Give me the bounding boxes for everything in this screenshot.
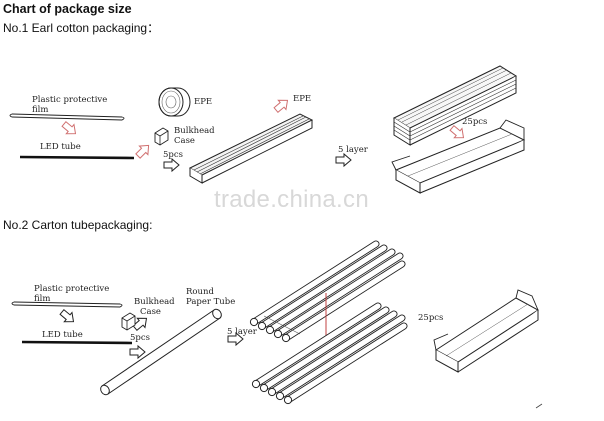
s1-epe-roll-label: EPE xyxy=(194,97,213,107)
s1-epe-tray-label: EPE xyxy=(293,94,312,104)
watermark: trade.china.cn xyxy=(214,186,369,213)
section1-heading: No.1 Earl cotton packaging： xyxy=(3,21,160,35)
s2-bulkhead-label-2: Case xyxy=(140,307,161,317)
s1-film-label-2: film xyxy=(32,105,49,115)
s2-film-label-1: Plastic protective xyxy=(34,284,110,294)
s1-film-label-1: Plastic protective xyxy=(32,95,108,105)
corner-mark xyxy=(535,403,543,409)
s1-led-tube xyxy=(19,155,135,160)
s2-carton-box xyxy=(433,289,539,373)
s2-film-sleeve xyxy=(11,301,123,308)
s2-down-arrow xyxy=(57,306,78,327)
s2-pcs-label: 5pcs xyxy=(130,333,150,343)
s1-arrow-to-stack xyxy=(335,153,352,167)
s2-layers-label: 5 layer xyxy=(227,327,257,337)
s1-arrow-to-epe-tray xyxy=(271,95,292,116)
s1-epe-tray xyxy=(188,113,314,184)
s1-up-arrow xyxy=(133,140,154,161)
s1-bulkhead-case xyxy=(154,127,169,146)
s2-round-label-1: Round xyxy=(186,287,214,297)
s2-led-tube xyxy=(21,340,133,345)
s1-bulkhead-label-2: Case xyxy=(174,136,195,146)
s1-arrow-to-tray xyxy=(163,158,180,172)
s2-bulkhead-case xyxy=(121,312,136,331)
s1-epe-roll xyxy=(158,87,191,117)
chart-title: Chart of package size xyxy=(3,2,132,16)
s2-arrow-to-bundle xyxy=(227,332,244,346)
s1-film-sleeve xyxy=(9,113,125,121)
section2-heading: No.2 Carton tubepackaging: xyxy=(3,218,153,232)
s2-film-label-2: film xyxy=(34,294,51,304)
s1-led-tube-label: LED tube xyxy=(40,142,81,152)
s2-round-label-2: Paper Tube xyxy=(186,297,236,307)
s2-bulkhead-label-1: Bulkhead xyxy=(134,297,175,307)
s1-arrow-to-box xyxy=(447,122,468,143)
s2-tube-bundle-lower xyxy=(251,302,408,405)
s2-led-tube-label: LED tube xyxy=(42,330,83,340)
s2-round-paper-tube xyxy=(100,308,222,396)
s1-epe-stack xyxy=(392,65,518,146)
s1-bulkhead-label-1: Bulkhead xyxy=(174,126,215,136)
s2-box-qty-label: 25pcs xyxy=(418,313,444,323)
s1-carton-box xyxy=(391,119,526,194)
s1-layers-label: 5 layer xyxy=(338,145,368,155)
s2-tube-bundle-upper xyxy=(249,240,406,343)
s1-pcs-label: 5pcs xyxy=(163,150,183,160)
s1-down-arrow xyxy=(59,118,80,139)
s2-arrow-to-paper-tube xyxy=(129,345,146,359)
s1-box-qty-label: 25pcs xyxy=(462,117,488,127)
